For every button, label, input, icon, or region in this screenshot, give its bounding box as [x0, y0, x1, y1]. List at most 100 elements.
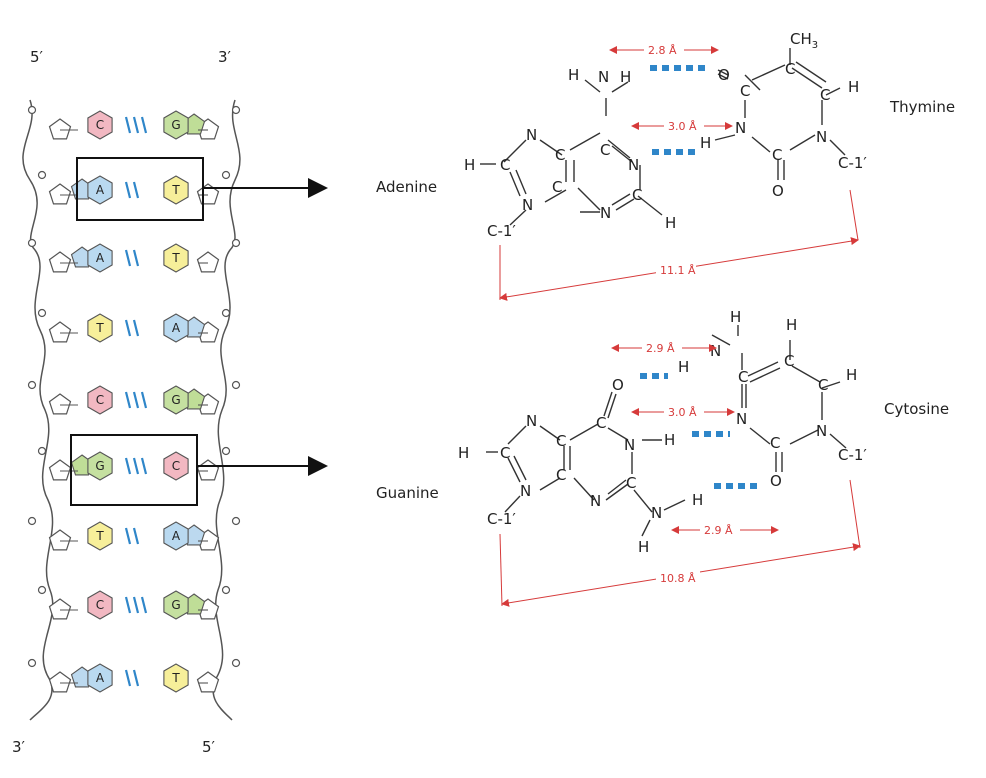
hbond-dash	[140, 457, 148, 475]
five-prime-top-label: 5′	[30, 48, 44, 66]
phosphate-node	[37, 585, 47, 595]
phosphate-node	[231, 516, 241, 526]
svg-text:H: H	[638, 538, 649, 556]
sugar-left	[48, 251, 72, 273]
hbond-dash	[124, 181, 132, 199]
hbond-dash	[124, 249, 132, 267]
svg-text:C: C	[500, 444, 510, 462]
adenine-thymine-pair	[480, 48, 846, 226]
hbond-dash	[132, 391, 140, 409]
svg-text:N: N	[816, 128, 827, 146]
svg-text:O: O	[612, 376, 624, 394]
three-prime-bottom-label: 3′	[12, 738, 26, 756]
gc-dist-top: 2.9 Å	[646, 342, 675, 355]
base-letter-left: T	[95, 321, 104, 335]
base-letter-right: G	[171, 118, 180, 132]
sugar-right	[196, 183, 220, 205]
hbond-dash	[124, 319, 132, 337]
phosphate-node	[27, 238, 37, 248]
at-dist-top: 2.8 Å	[648, 44, 677, 57]
hbond-dash	[124, 391, 132, 409]
base-right	[163, 175, 189, 205]
base-letter-right: G	[171, 598, 180, 612]
svg-text:N: N	[710, 342, 721, 360]
svg-text:H: H	[620, 68, 631, 86]
svg-text:N: N	[816, 422, 827, 440]
svg-text:C: C	[818, 376, 828, 394]
phosphate-node	[37, 308, 47, 318]
phosphate-node	[27, 105, 37, 115]
svg-text:O: O	[718, 66, 730, 84]
hbond-dash	[124, 116, 132, 134]
base-letter-right: T	[171, 251, 180, 265]
base-letter-right: G	[171, 393, 180, 407]
base-left	[87, 175, 113, 205]
gc-dist-bottom: 2.9 Å	[704, 524, 733, 537]
phosphate-node	[221, 170, 231, 180]
gc-highlight-box	[70, 434, 198, 506]
base-left	[87, 110, 113, 140]
sugar-left	[48, 118, 72, 140]
phosphate-node	[27, 380, 37, 390]
base-right	[163, 663, 189, 693]
hbond-dash	[124, 457, 132, 475]
three-prime-top-label: 3′	[218, 48, 232, 66]
base-letter-left: A	[96, 183, 105, 197]
phosphate-node	[37, 170, 47, 180]
svg-text:H: H	[846, 366, 857, 384]
five-prime-bottom-label: 5′	[202, 738, 216, 756]
base-left	[87, 243, 113, 273]
cytosine-label: Cytosine	[884, 400, 949, 418]
svg-text:H: H	[568, 66, 579, 84]
base-right	[163, 243, 189, 273]
svg-text:C: C	[552, 178, 562, 196]
sugar-left	[48, 671, 72, 693]
left-backbone	[22, 99, 54, 721]
hbond-dash	[124, 596, 132, 614]
sugar-left	[48, 321, 72, 343]
svg-text:C: C	[738, 368, 748, 386]
base-letter-left: C	[96, 598, 104, 612]
svg-text:N: N	[735, 119, 746, 137]
hbond-dash	[132, 249, 140, 267]
base-right	[163, 590, 189, 620]
svg-text:C-1′: C-1′	[838, 154, 867, 172]
svg-text:C: C	[820, 86, 830, 104]
svg-text:H: H	[700, 134, 711, 152]
svg-text:C-1′: C-1′	[487, 222, 516, 240]
base-letter-right: A	[172, 321, 181, 335]
base-left	[87, 313, 113, 343]
svg-text:N: N	[736, 410, 747, 428]
svg-text:C: C	[556, 432, 566, 450]
hbond-dash	[132, 596, 140, 614]
hbond-dash	[132, 527, 140, 545]
base-right	[163, 451, 189, 481]
base-letter-right: A	[172, 529, 181, 543]
base-letter-left: A	[96, 671, 105, 685]
right-backbone	[212, 99, 241, 721]
svg-text:O: O	[772, 182, 784, 200]
hbond-dash	[132, 319, 140, 337]
svg-text:C: C	[632, 186, 642, 204]
base-letter-left: T	[95, 529, 104, 543]
sugar-left	[48, 598, 72, 620]
phosphate-node	[37, 446, 47, 456]
at-dist-mid: 3.0 Å	[668, 120, 697, 133]
svg-text:N: N	[624, 436, 635, 454]
svg-text:O: O	[770, 472, 782, 490]
sugar-right	[196, 671, 220, 693]
thymine-label: Thymine	[889, 98, 955, 116]
phosphate-node	[231, 658, 241, 668]
svg-text:H: H	[458, 444, 469, 462]
hbond-dash	[140, 391, 148, 409]
phosphate-node	[221, 585, 231, 595]
sugar-right	[196, 251, 220, 273]
